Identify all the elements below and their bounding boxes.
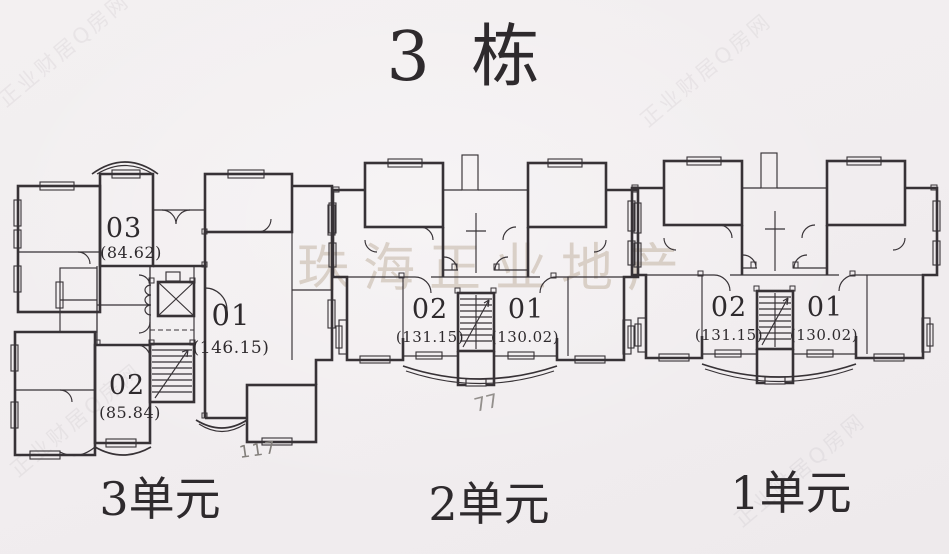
watermark-top-left: 正业财居Q房网 [0,0,134,112]
watermark-center: 珠海正业地产 [297,239,693,299]
unit-2-plan: 02 (131.15) 01 (130.02) [327,153,643,388]
unit-3-plan [10,161,336,460]
apt-02-area: (131.15) [695,326,763,344]
unit-1-plan: 02 (131.15) 01 (130.02) [626,151,942,386]
apt-02-number: 02 [412,294,448,325]
apt-02-number: 02 [711,292,747,323]
unit-1-label: 1单元 [730,466,851,520]
building-title: 3 栋 [387,18,550,97]
apt-01-area: (146.15) [193,338,270,358]
stairs-unit-3 [148,342,196,404]
apt-01-number: 01 [212,298,251,332]
elevator [144,271,196,318]
unit-3-label: 3单元 [99,472,220,526]
apt-02-area: (131.15) [396,328,464,346]
apt-03-number: 03 [106,213,142,244]
unit-2-label: 2单元 [428,477,549,531]
apt-01-number: 01 [807,292,843,323]
apt-01-number: 01 [508,294,544,325]
apt-02-area: (85.84) [99,403,161,422]
pencil-mark-center: 77 [472,390,501,417]
apt-01-area: (130.02) [790,326,858,344]
apt-03-area: (84.62) [100,243,162,262]
apt-02-number: 02 [109,370,145,401]
watermark-top-right: 正业财居Q房网 [636,8,777,132]
unit-3-labels: 03 (84.62) 01 (146.15) 02 (85.84) [99,213,269,422]
unit-labels: 3单元 2单元 1单元 [99,466,851,531]
apt-01-area: (130.02) [491,328,559,346]
pencil-mark-left: 117 [238,438,279,463]
